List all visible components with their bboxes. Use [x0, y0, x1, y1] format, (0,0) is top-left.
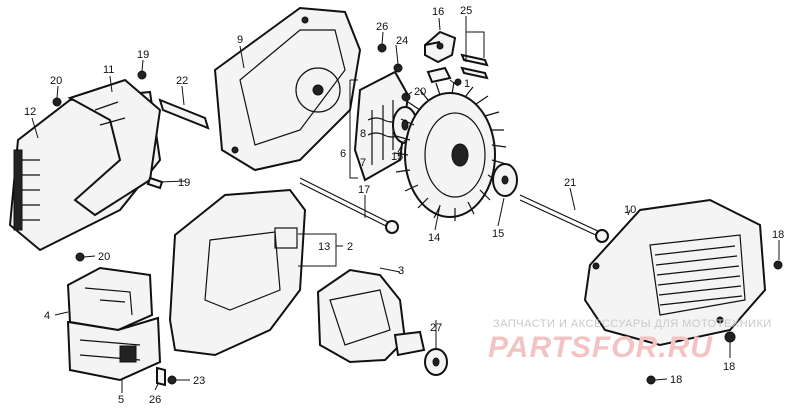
callout-1: 1	[464, 78, 470, 90]
pin-part-22	[158, 98, 210, 130]
watermark-caption: ЗАПЧАСТИ И АКСЕССУАРЫ ДЛЯ МОТОТЕХНИКИ	[493, 318, 772, 330]
callout-10: 10	[624, 204, 636, 216]
callout-25: 25	[460, 5, 472, 17]
callout-18-right: 18	[772, 229, 784, 241]
crankcase-cover-part-9	[213, 6, 362, 172]
callout-26-lower: 26	[149, 394, 161, 406]
stator-housing-parts-2-13	[168, 188, 307, 357]
watermark: ЗАПЧАСТИ И АКСЕССУАРЫ ДЛЯ МОТОТЕХНИКИ PA…	[488, 318, 772, 364]
watermark-brand: PARTSFOR.RU	[488, 331, 713, 364]
callout-2: 2	[347, 241, 353, 253]
callout-5: 5	[118, 394, 124, 406]
washer-part-15-lower	[492, 163, 518, 197]
callout-11: 11	[103, 64, 114, 76]
screw-part-1	[426, 66, 462, 86]
leader-lines	[31, 16, 780, 393]
callout-15-upper: 15	[391, 151, 403, 163]
callout-16: 16	[432, 6, 444, 18]
callout-20-lower: 20	[98, 251, 110, 263]
condenser-part-16	[424, 30, 457, 64]
callout-14: 14	[428, 232, 440, 244]
callout-27: 27	[430, 322, 442, 334]
callout-4: 4	[44, 310, 50, 322]
coil-part-4	[66, 266, 154, 332]
callout-8: 8	[360, 128, 366, 140]
callout-20-upper: 20	[50, 75, 62, 87]
screws-part-25	[460, 53, 489, 80]
bolt-part-17	[299, 177, 399, 234]
stator-part-3	[316, 268, 426, 364]
callout-26-upper: 26	[376, 21, 388, 33]
flywheel-part-14	[393, 81, 507, 221]
callout-18-lower: 18	[723, 361, 735, 373]
shroud-part-11	[67, 78, 162, 217]
callout-24: 24	[396, 35, 408, 47]
callout-22: 22	[176, 75, 188, 87]
callout-20-flywheel: 20	[414, 86, 426, 98]
callout-6: 6	[340, 148, 346, 160]
callout-21: 21	[564, 177, 576, 189]
washer-part-27	[424, 348, 448, 376]
callout-18-bottom: 18	[670, 374, 682, 386]
callout-19-upper: 19	[137, 49, 149, 61]
callout-17: 17	[358, 184, 370, 196]
callout-7: 7	[360, 157, 366, 169]
fan-cover-part-10	[583, 198, 767, 347]
coil-base-part-5	[66, 316, 162, 382]
callout-12: 12	[24, 106, 36, 118]
callout-23: 23	[193, 375, 205, 387]
callout-13: 13	[318, 241, 330, 253]
callout-labels: 1 2 3 4 5 6 7 8 9 10 11 12 13 14 15 15 1…	[24, 5, 784, 406]
callout-19-lower: 19	[178, 177, 190, 189]
bolt-part-21	[519, 194, 609, 243]
callout-15-lower: 15	[492, 228, 504, 240]
callout-3: 3	[398, 265, 404, 277]
callout-9: 9	[237, 34, 243, 46]
